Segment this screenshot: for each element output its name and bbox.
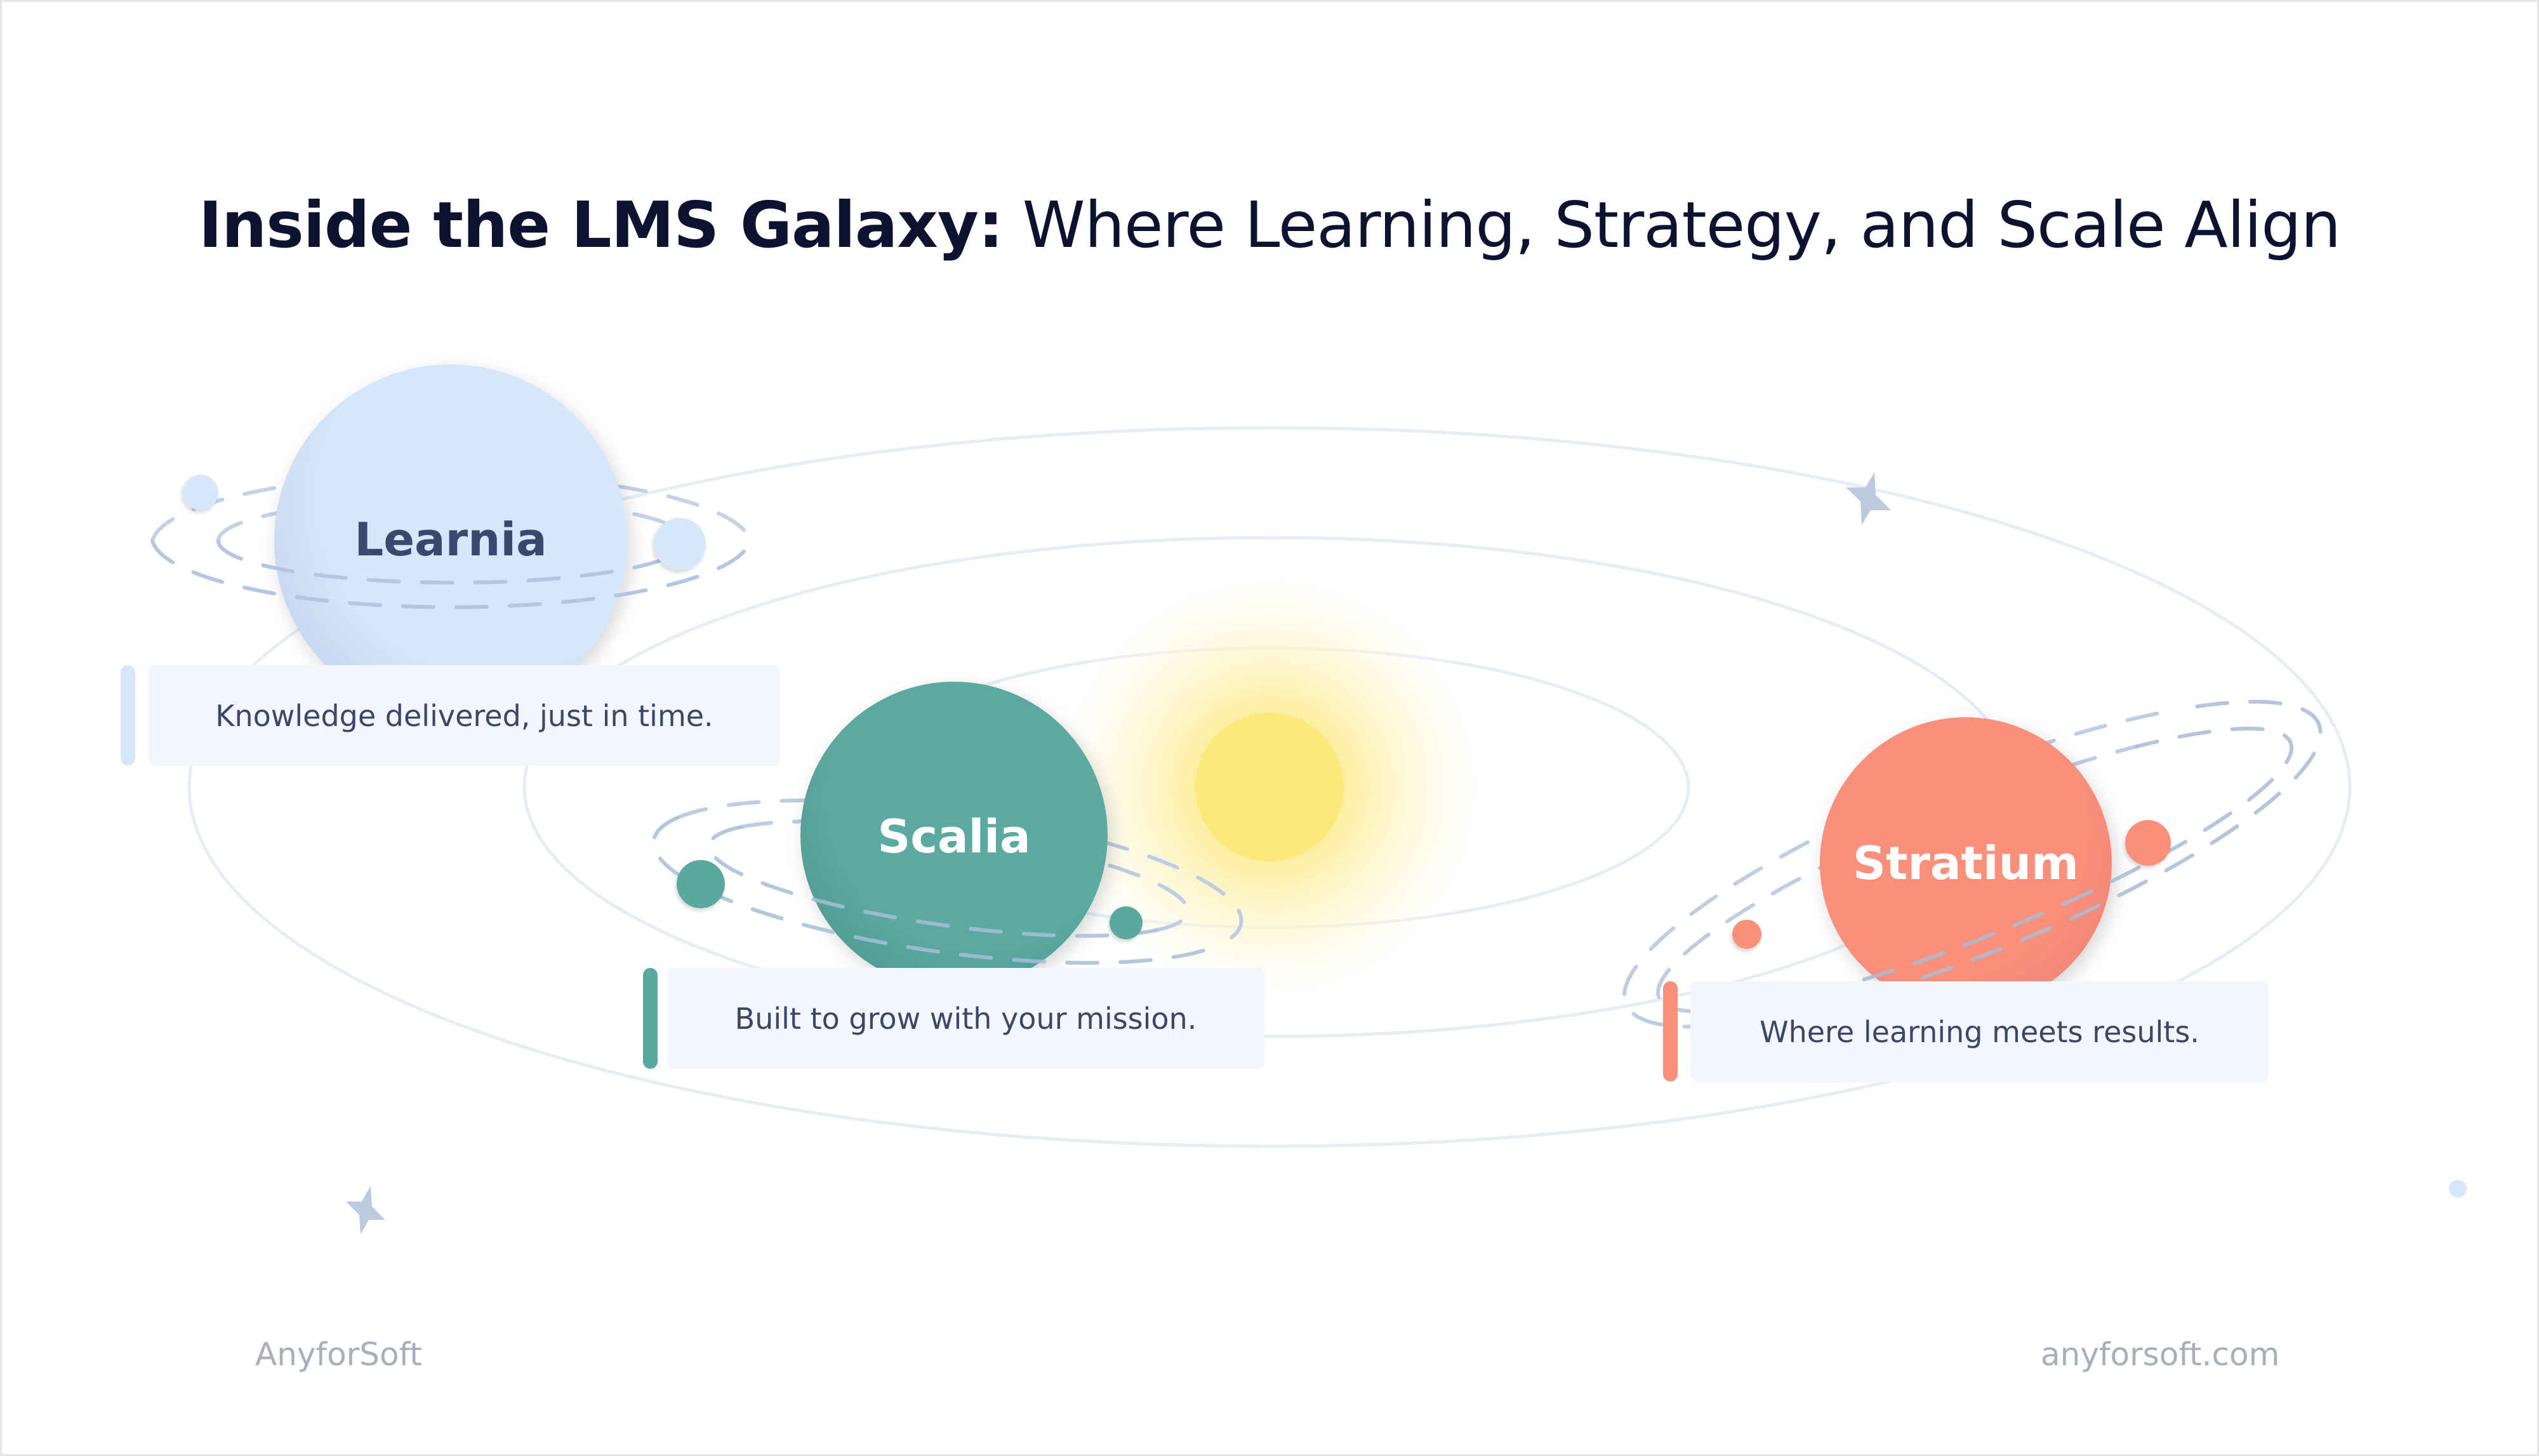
sun-core bbox=[1195, 713, 1344, 861]
learnia-moon-small bbox=[183, 475, 218, 510]
scalia-planet[interactable] bbox=[800, 682, 1108, 989]
star-icon bbox=[1846, 472, 1891, 525]
page-title: Inside the LMS Galaxy: Where Learning, S… bbox=[0, 184, 2539, 267]
stratium-system bbox=[1622, 699, 2323, 1029]
scalia-system bbox=[651, 682, 1243, 989]
scalia-tagline: Built to grow with your mission. bbox=[734, 1001, 1197, 1036]
learnia-tagline: Knowledge delivered, just in time. bbox=[215, 698, 713, 733]
stratium-planet[interactable] bbox=[1820, 717, 2112, 1009]
stratium-moon-large bbox=[2125, 820, 2171, 866]
learnia-accent-bar bbox=[121, 665, 135, 765]
stratium-tagline: Where learning meets results. bbox=[1760, 1014, 2199, 1049]
learnia-planet[interactable] bbox=[274, 364, 627, 717]
footer-brand: AnyforSoft bbox=[255, 1336, 422, 1373]
learnia-system bbox=[150, 364, 752, 717]
footer-website[interactable]: anyforsoft.com bbox=[2041, 1336, 2280, 1373]
scalia-tagline-card: Built to grow with your mission. bbox=[667, 968, 1264, 1069]
star-icon bbox=[346, 1186, 385, 1234]
learnia-label: Learnia bbox=[354, 513, 547, 566]
dot-decoration bbox=[2449, 1180, 2467, 1198]
learnia-tagline-card: Knowledge delivered, just in time. bbox=[149, 665, 780, 766]
sun bbox=[1041, 559, 1498, 1016]
stratium-accent-bar bbox=[1663, 981, 1678, 1082]
scalia-label: Scalia bbox=[877, 810, 1031, 863]
learnia-moon-large bbox=[654, 518, 706, 570]
scalia-moon-large bbox=[677, 860, 725, 908]
title-bold-part: Inside the LMS Galaxy: bbox=[198, 188, 1004, 262]
stratium-tagline-card: Where learning meets results. bbox=[1690, 981, 2269, 1082]
title-regular-part: Where Learning, Strategy, and Scale Alig… bbox=[1022, 188, 2341, 262]
scalia-accent-bar bbox=[643, 968, 658, 1069]
stratium-label: Stratium bbox=[1853, 837, 2079, 890]
outer-orbit bbox=[187, 426, 2352, 1148]
stratium-moon-small bbox=[1732, 920, 1761, 949]
scalia-moon-small bbox=[1110, 906, 1143, 939]
